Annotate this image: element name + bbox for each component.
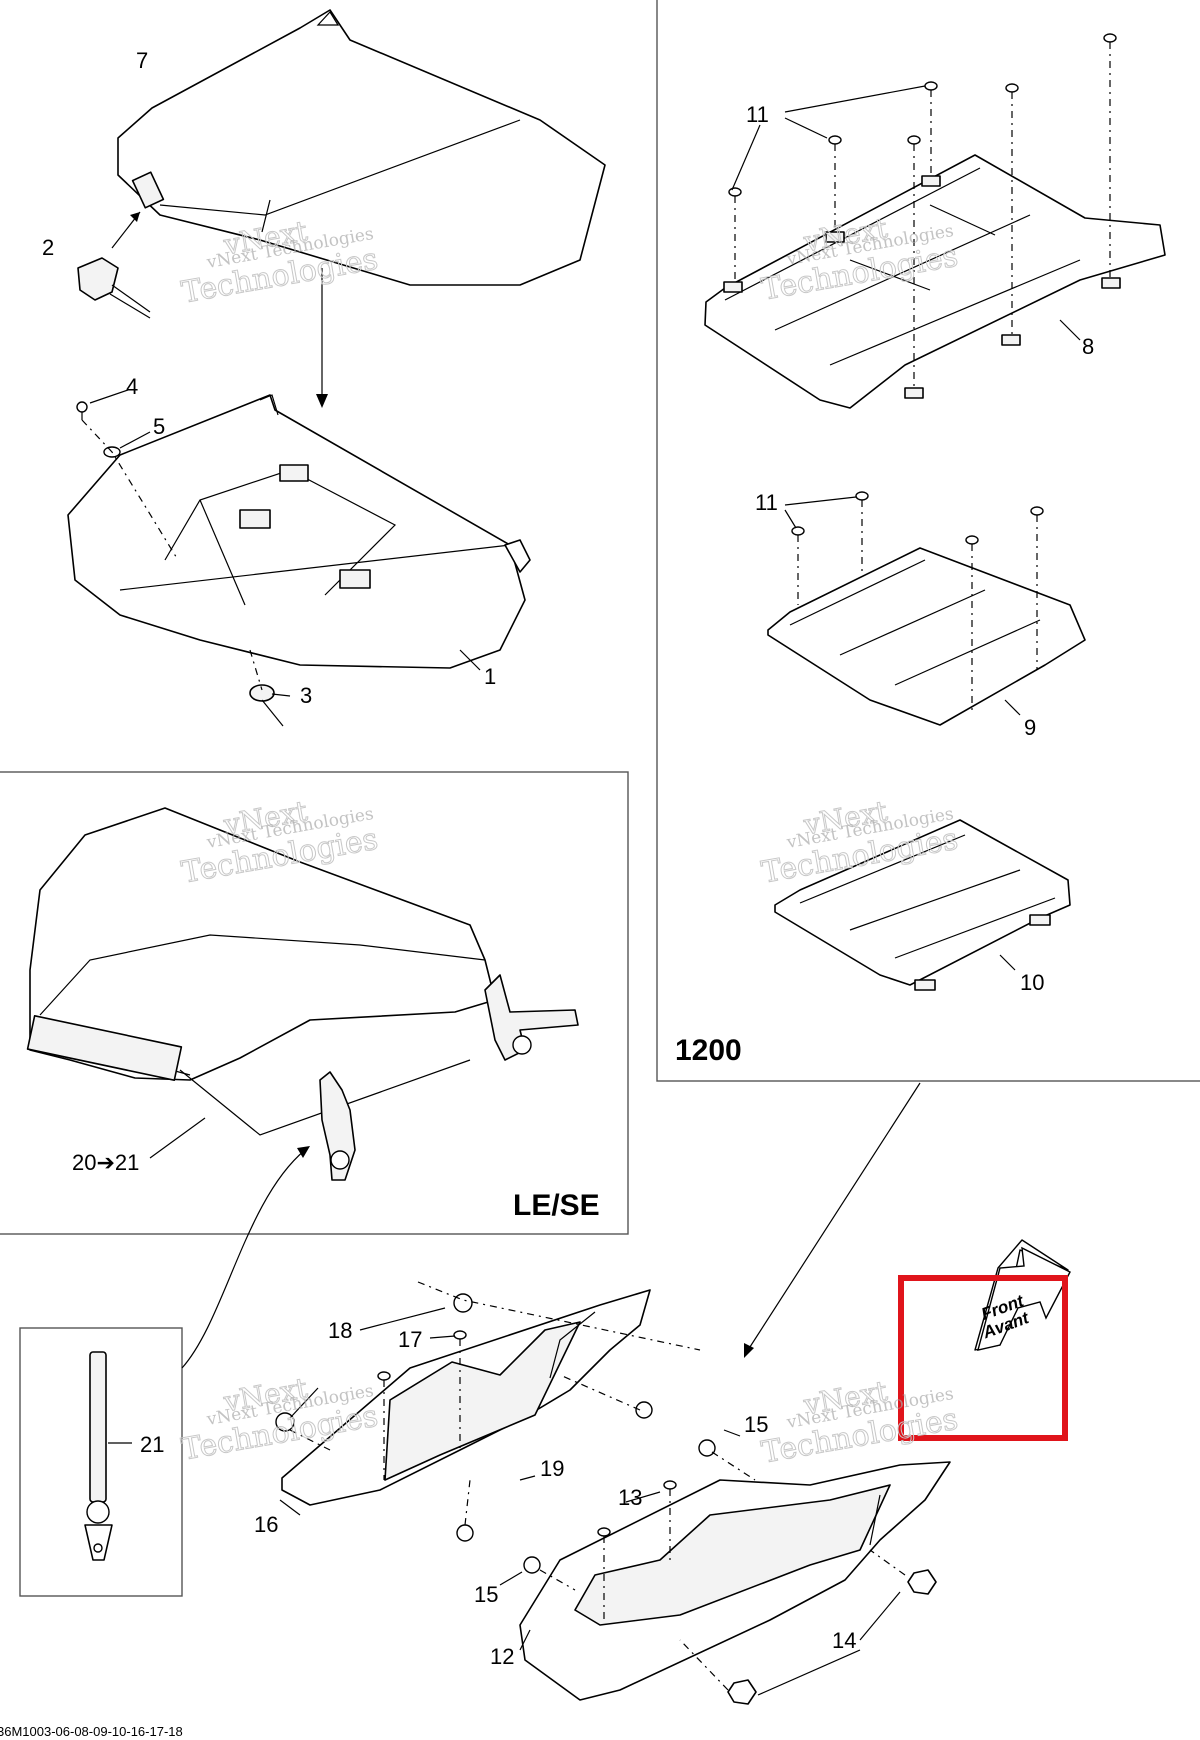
front-direction-decal: Front Avant [974, 1239, 1071, 1351]
dash-4-5 [81, 419, 179, 561]
highlight-box [898, 1275, 1068, 1441]
part-hood [67, 394, 531, 669]
callout-3: 3 [300, 683, 312, 708]
part-windshield-le-se [26, 807, 496, 1136]
part-side-panel-12 [519, 1461, 951, 1701]
callout-12: 12 [490, 1644, 514, 1669]
callout-19: 19 [540, 1456, 564, 1481]
callout-16: 16 [254, 1512, 278, 1537]
part-windshield [117, 9, 606, 286]
callout-5: 5 [153, 414, 165, 439]
callout-1: 1 [484, 664, 496, 689]
callout-8: 8 [1082, 334, 1094, 359]
part-panel-10 [774, 819, 1071, 991]
box-le-se [0, 771, 629, 1235]
box-1200 [656, 0, 1200, 1082]
part-windshield-clip [77, 257, 151, 319]
part-strap-21 [84, 1351, 113, 1561]
box-strap-inset [19, 1327, 183, 1597]
fasteners-panel-9 [791, 491, 1044, 710]
part-panel-9 [767, 547, 1086, 726]
box-label-le-se: LE/SE [513, 1189, 600, 1222]
callout-2: 2 [42, 235, 54, 260]
arrow-1200-to-12 [747, 1082, 921, 1351]
part-side-panel-16 [281, 1289, 651, 1506]
callout-9: 9 [1024, 715, 1036, 740]
callout-15-left: 15 [474, 1582, 498, 1607]
fasteners-panel-8 [723, 33, 1121, 399]
callout-18: 18 [328, 1318, 352, 1343]
part-screw-4 [76, 401, 88, 413]
callout-20-21: 20➔21 [72, 1150, 139, 1175]
callout-10: 10 [1020, 970, 1044, 995]
sheet-number: 36M1003-06-08-09-10-16-17-18 [0, 1724, 183, 1739]
callout-14: 14 [832, 1628, 856, 1653]
callout-7: 7 [136, 48, 148, 73]
callout-11-mid: 11 [755, 490, 778, 515]
part-bracket-le-se [319, 974, 579, 1181]
callout-13: 13 [618, 1485, 642, 1510]
box-label-1200: 1200 [675, 1034, 742, 1067]
callout-15-right: 15 [744, 1412, 768, 1437]
callout-17: 17 [398, 1327, 422, 1352]
part-grommet-3 [249, 684, 275, 702]
fasteners-side-panel-16 [275, 1281, 701, 1542]
callout-11-top: 11 [746, 102, 769, 127]
arrow-21-to-le-se [181, 1149, 306, 1369]
part-panel-8 [704, 154, 1166, 409]
callout-21: 21 [140, 1432, 164, 1457]
fasteners-side-panel-12 [523, 1439, 937, 1705]
callout-4: 4 [126, 374, 138, 399]
